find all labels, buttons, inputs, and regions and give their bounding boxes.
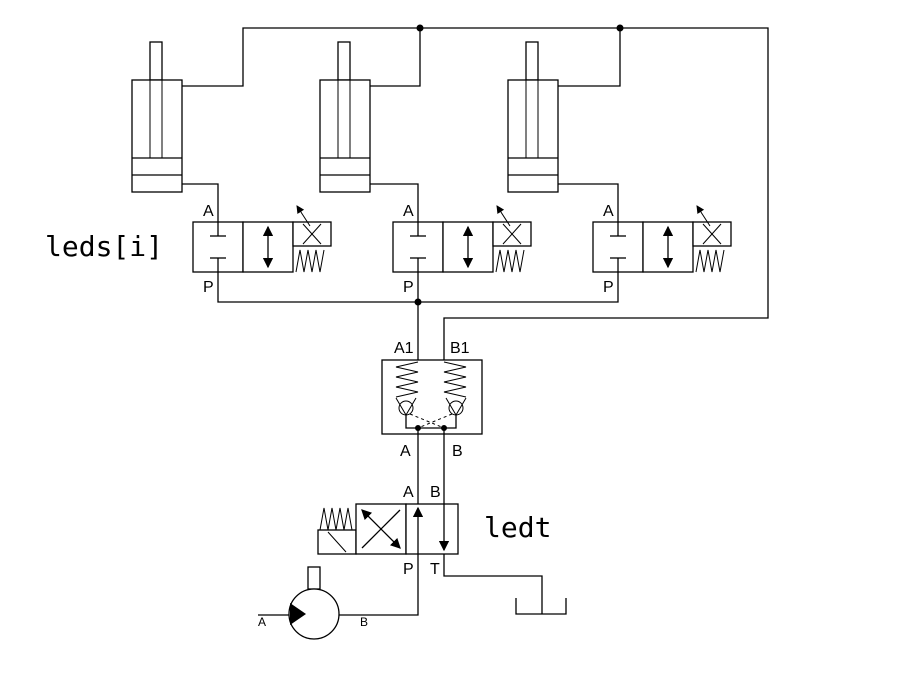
port-label-b: B	[452, 443, 463, 460]
junction-node	[414, 298, 422, 306]
cylinder-1	[131, 41, 183, 193]
leds-valve-1	[192, 205, 332, 273]
port-label-p: P	[203, 279, 214, 296]
pump-symbol: A B	[258, 566, 368, 640]
leds-valve-2	[392, 205, 532, 273]
port-label-p: P	[603, 279, 614, 296]
port-label-p: P	[403, 279, 414, 296]
leds-valve-3	[592, 205, 732, 273]
ledt-valve: A B P T	[317, 484, 459, 578]
ledt-label: ledt	[484, 511, 551, 544]
pilot-check-valve: A1 B1	[381, 340, 483, 435]
port-label-b1: B1	[450, 340, 470, 357]
junction-node	[616, 24, 624, 32]
port-label-a: A	[203, 203, 214, 220]
port-label-a: A	[400, 443, 411, 460]
junction-node	[416, 24, 424, 32]
leds-label: leds[i]	[45, 230, 163, 263]
port-label-a: A	[403, 203, 414, 220]
port-label-a: A	[603, 203, 614, 220]
cylinder-2	[319, 41, 371, 193]
port-label-p: P	[403, 561, 414, 578]
cylinder-3	[507, 41, 559, 193]
pressure-header	[217, 272, 619, 360]
tank-symbol	[515, 598, 567, 615]
port-label-a1: A1	[394, 340, 414, 357]
port-label-t: T	[430, 561, 440, 578]
port-label-a: A	[403, 484, 414, 501]
port-label-b: B	[430, 484, 441, 501]
return-line	[182, 24, 769, 360]
pump-label-b: B	[360, 615, 368, 629]
pump-label-a: A	[258, 615, 266, 629]
